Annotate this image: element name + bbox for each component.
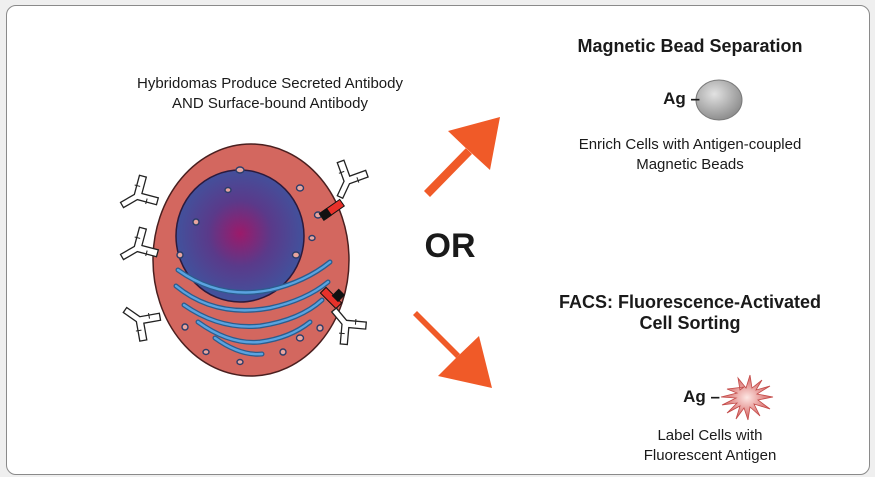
- hybridoma-cell: [153, 144, 349, 376]
- magnetic-desc-line-1: Enrich Cells with Antigen-coupled: [540, 135, 840, 155]
- facs-desc-line-2: Fluorescent Antigen: [580, 446, 840, 466]
- arrow-down-right: [413, 311, 492, 388]
- magnetic-title: Magnetic Bead Separation: [540, 35, 840, 57]
- facs-ag-label: Ag –: [660, 386, 720, 408]
- caption-line-2: AND Surface-bound Antibody: [120, 94, 420, 114]
- facs-title-line-1: FACS: Fluorescence-Activated: [520, 292, 860, 313]
- facs-title-line-2: Cell Sorting: [520, 313, 860, 334]
- magnetic-bead: [696, 80, 742, 120]
- secreted-antibody: [114, 173, 161, 220]
- or-label: OR: [400, 226, 500, 266]
- facs-desc-line-1: Label Cells with: [580, 426, 840, 446]
- fluorescent-label: [721, 375, 773, 420]
- magnetic-desc-line-2: Magnetic Beads: [540, 155, 840, 175]
- magnetic-ag-label: Ag –: [640, 88, 700, 110]
- secreted-antibody: [115, 296, 163, 344]
- arrow-up-right: [424, 117, 500, 197]
- caption-line-1: Hybridomas Produce Secreted Antibody: [120, 74, 420, 94]
